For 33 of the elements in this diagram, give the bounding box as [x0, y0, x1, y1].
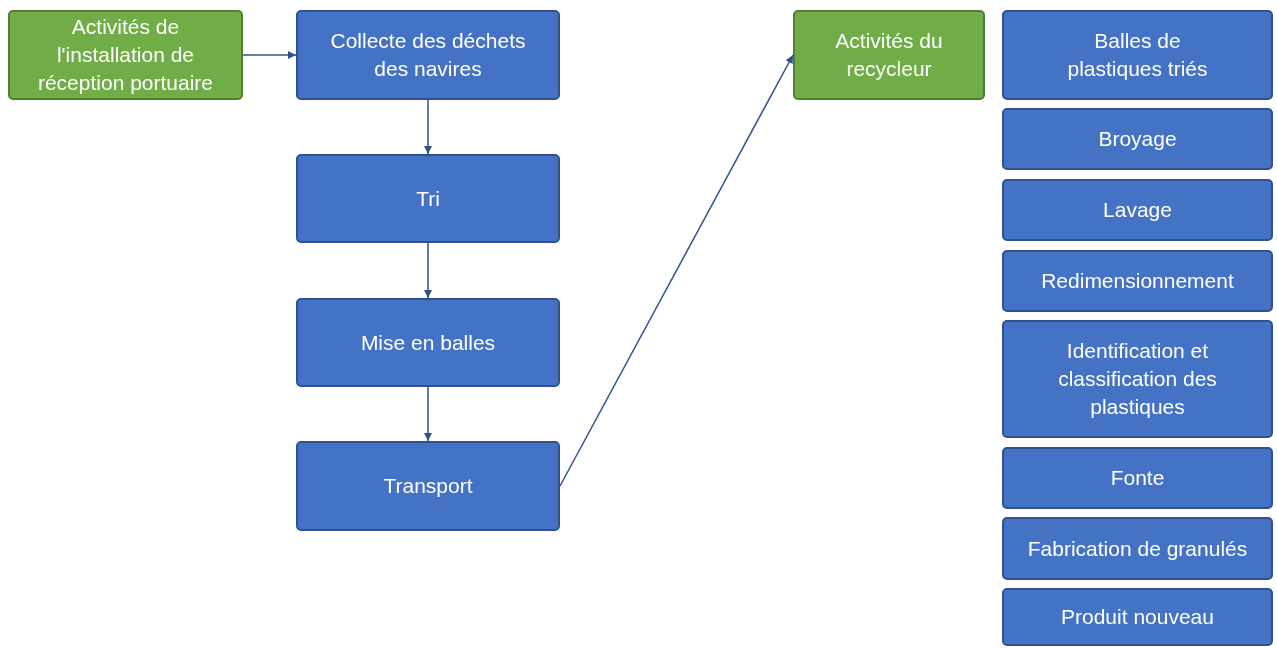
arrow [559, 54, 794, 487]
box-label: Fonte [1110, 465, 1165, 491]
box-label: Redimensionnement [1041, 268, 1234, 294]
process-box [793, 10, 985, 100]
process-box [1002, 517, 1273, 580]
box-label: Activités du recycleur [834, 28, 944, 82]
box-label: Activités de l'installation de réception portuaire [36, 14, 215, 96]
arrow [242, 51, 297, 59]
process-box [296, 298, 560, 387]
process-box [1002, 447, 1273, 509]
arrow [424, 99, 432, 155]
box-label: Collecte des déchets des navires [329, 28, 527, 82]
process-box [8, 10, 243, 100]
process-box [1002, 320, 1273, 438]
process-box [296, 154, 560, 243]
arrow [424, 242, 432, 299]
box-label: Mise en balles [360, 329, 496, 356]
arrow [424, 386, 432, 442]
box-label: Transport [383, 473, 473, 499]
process-box [296, 441, 560, 531]
process-box [1002, 108, 1273, 170]
box-label: Produit nouveau [1061, 604, 1214, 630]
process-box [1002, 179, 1273, 241]
box-label: Lavage [1103, 197, 1172, 223]
box-label: Identification et classification des plastiques [1057, 338, 1218, 420]
process-box [1002, 250, 1273, 312]
box-label: Tri [416, 185, 440, 212]
process-box [1002, 588, 1273, 646]
box-label: Broyage [1098, 126, 1177, 152]
process-box [1002, 10, 1273, 100]
box-label: Fabrication de granulés [1027, 535, 1248, 562]
process-box [296, 10, 560, 100]
box-label: Balles de plastiques triés [1066, 28, 1209, 82]
